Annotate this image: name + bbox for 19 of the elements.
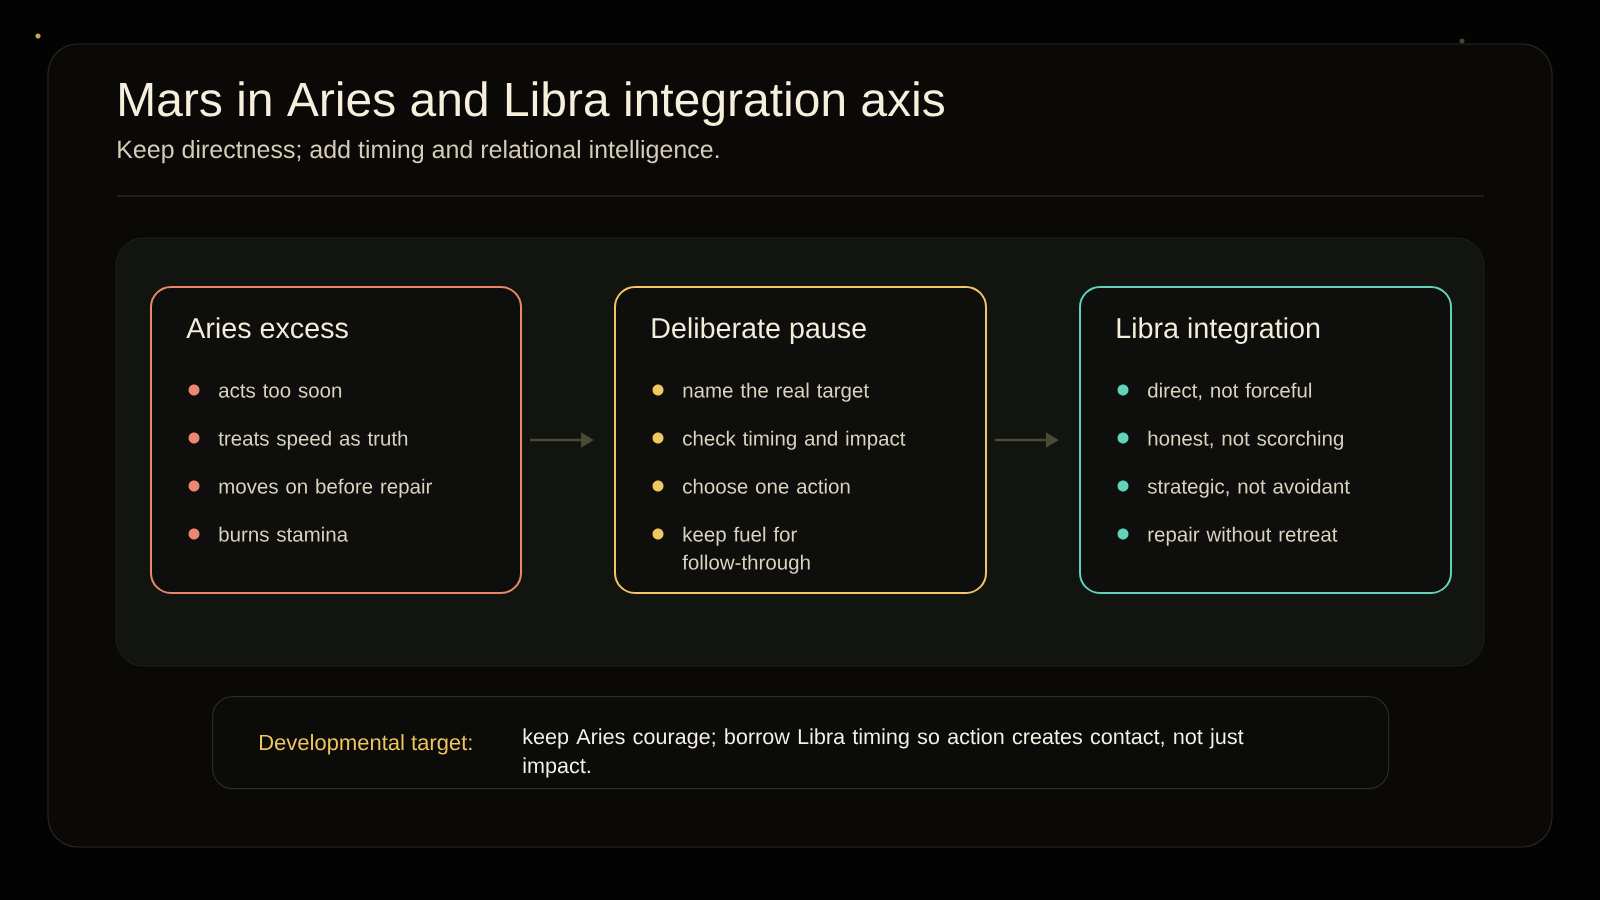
title: Mars in Aries and Libra integration axis: [120, 81, 944, 126]
note-label: Developmental target:: [260, 734, 472, 755]
note-text: keep Aries courage; borrow Libra timing so action creates contact, not just impact.: [523, 728, 1244, 778]
list-item: name the real target: [683, 382, 869, 402]
list-item: direct, not forceful: [1148, 382, 1312, 401]
list-item: check timing and impact: [683, 430, 906, 450]
list-item: burns stamina: [219, 526, 349, 542]
list-item: moves on before repair: [219, 478, 433, 498]
list-item: treats speed as truth: [218, 430, 408, 450]
list-item: choose one action: [683, 478, 850, 494]
list-item: strategic, not avoidant: [1147, 478, 1350, 498]
list-item: repair without retreat: [1148, 526, 1338, 546]
heading: Libra integration: [1117, 317, 1320, 344]
list-item: honest, not scorching: [1148, 430, 1343, 450]
heading: Aries excess: [186, 317, 348, 339]
heading: Deliberate pause: [652, 317, 866, 344]
subtitle: Keep directness; add timing and relational intelligence.: [118, 139, 719, 164]
list-item: keep fuel for follow-through: [682, 526, 810, 574]
list-item: acts too soon: [219, 384, 342, 398]
